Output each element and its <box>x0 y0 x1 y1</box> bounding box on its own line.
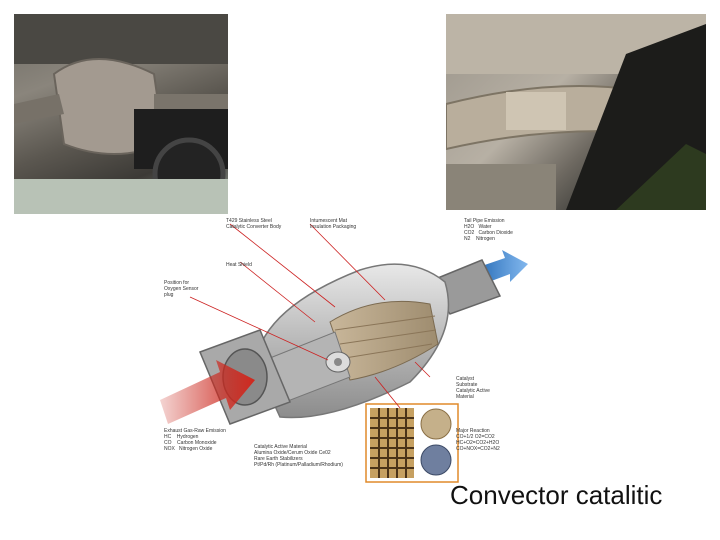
leader-line <box>239 261 316 323</box>
leader-line <box>309 223 386 301</box>
photo-left-illustration <box>14 14 228 214</box>
active-material-sample <box>420 408 452 440</box>
label-oxygen-sensor: Position for Oxygen Sensor plug <box>164 280 199 298</box>
precious-metal-sample <box>420 444 452 476</box>
label-converter-body: T429 Stainless Steel Catalytic Converter… <box>226 218 282 230</box>
label-catalyst-substrate: Catalyst Substrate Catalytic Active Mate… <box>456 376 490 400</box>
honeycomb-substrate <box>370 408 414 478</box>
inflow-arrow <box>160 360 255 424</box>
label-insulation-mat: Intumescent Mat Insulation Packaging <box>310 218 357 230</box>
converter-cutaway-drawing <box>160 223 528 483</box>
leader-line <box>189 296 329 361</box>
leader-line <box>414 361 431 378</box>
label-major-reaction: Major Reaction CO+1/2 O2=CO2 HC+O2=CO2+H… <box>456 428 500 452</box>
slide-caption: Convector catalitic <box>450 480 663 510</box>
photo-right-illustration <box>446 14 706 210</box>
catalytic-converter-diagram <box>160 212 530 484</box>
leader-line <box>229 223 336 308</box>
label-heat-shield: Heat Shield <box>226 262 252 268</box>
undercar-photo-right <box>446 14 706 210</box>
label-raw-emission: Exhaust Gas-Raw Emission HC Hydrogen CO … <box>164 428 226 452</box>
undercar-photo-left <box>14 14 228 214</box>
label-tailpipe-emission: Tail Pipe Emission H2O Water CO2 Carbon … <box>464 218 513 242</box>
label-active-material: Catalytic Active Material Alumina Oxide/… <box>254 444 343 468</box>
